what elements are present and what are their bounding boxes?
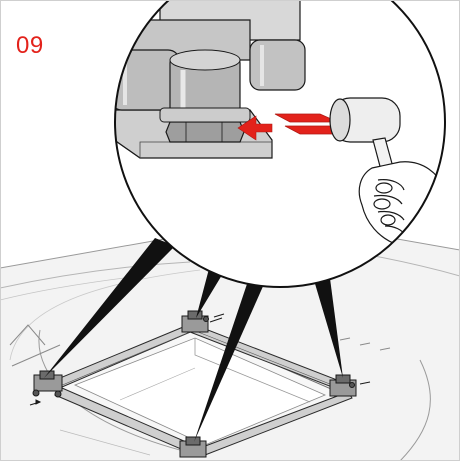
corner-bracket-right: [329, 374, 357, 397]
corner-bracket-bottom: [179, 436, 207, 458]
alignment-arrows: [29, 313, 371, 406]
push-arrow-icon: [237, 115, 273, 141]
detail-magnifier: [114, 0, 446, 288]
step-number: 09: [16, 32, 44, 59]
corner-bracket-left: [32, 370, 63, 398]
corner-bracket-top: [181, 310, 223, 333]
